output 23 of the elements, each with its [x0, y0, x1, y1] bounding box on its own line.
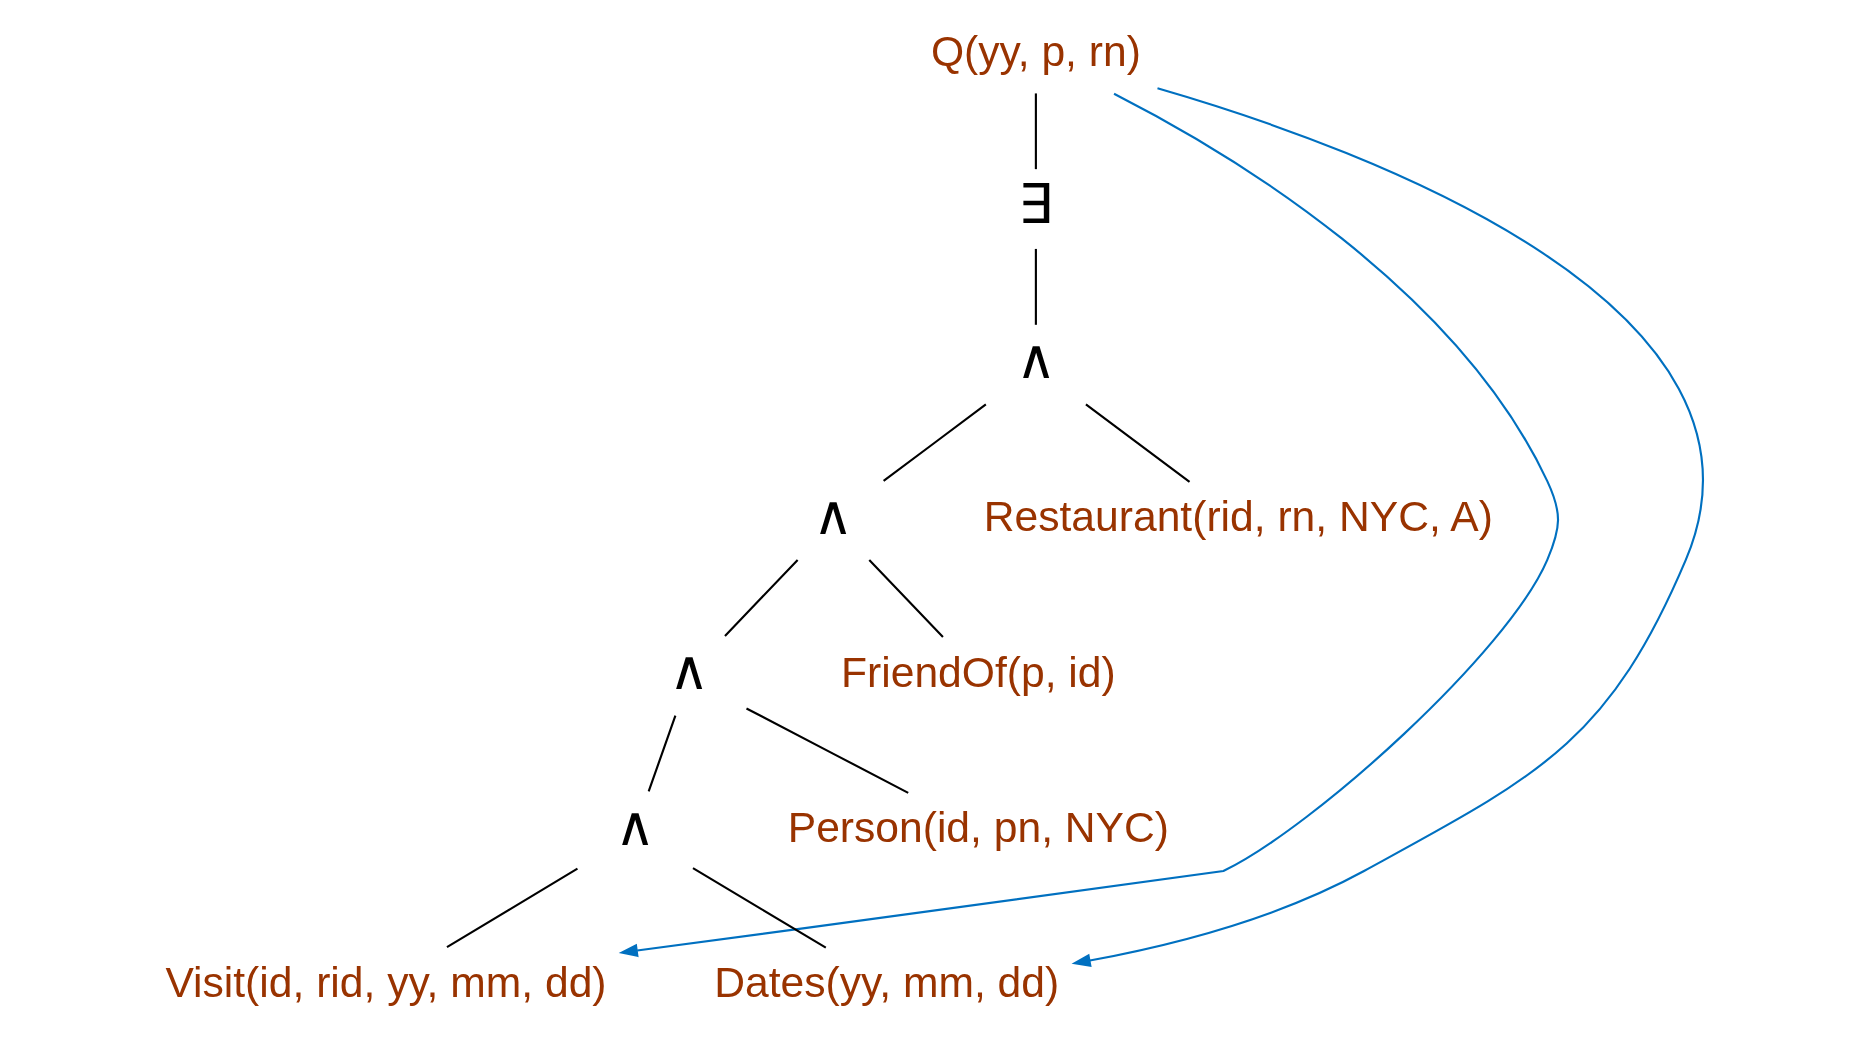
- node-text: ∧: [614, 795, 655, 858]
- node-text: ∧: [812, 483, 853, 546]
- node-text: Visit(id, rid, yy, mm, dd): [164, 957, 607, 1006]
- node-text: Restaurant(rid, rn, NYC, A): [983, 492, 1493, 541]
- connector: [1084, 403, 1190, 483]
- connector: [1034, 93, 1037, 170]
- node-text: FriendOf(p, id): [840, 647, 1116, 696]
- node-text: ∧: [668, 639, 709, 702]
- connector: [882, 403, 986, 482]
- connector: [745, 707, 909, 794]
- connector: [647, 715, 676, 792]
- node-text: ∃: [1017, 172, 1053, 235]
- connector: [1034, 248, 1037, 325]
- connector: [723, 559, 798, 637]
- node-text: Person(id, pn, NYC): [787, 803, 1169, 852]
- connector: [445, 867, 578, 949]
- connector: [691, 867, 826, 949]
- connector: [868, 559, 944, 638]
- node-text: Dates(yy, mm, dd): [713, 957, 1059, 1006]
- node-text: ∧: [1015, 328, 1056, 391]
- arrow: [1071, 87, 1703, 968]
- node-text: Q(yy, p, rn): [930, 26, 1141, 75]
- arrow: [618, 92, 1559, 958]
